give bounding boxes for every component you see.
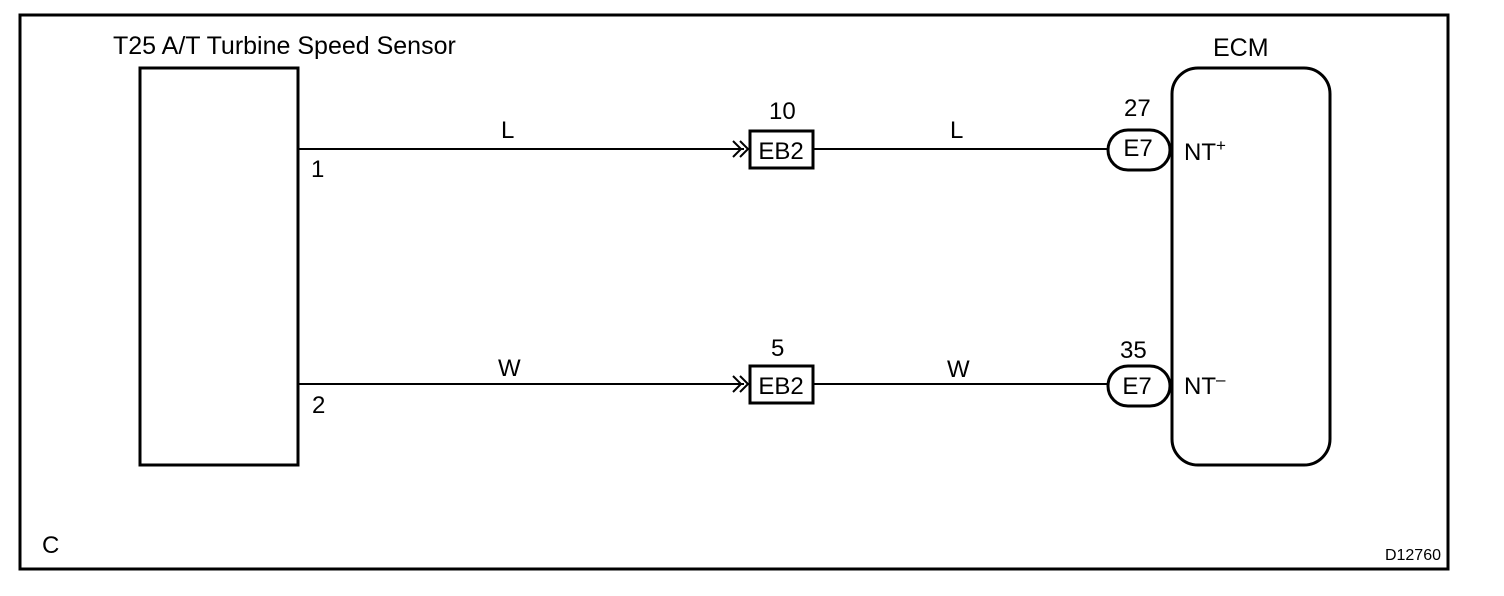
- ecm-connector-lower: [1106, 364, 1172, 408]
- ecm-block: [1170, 66, 1332, 467]
- figure-id: D12760: [1385, 547, 1441, 564]
- ecm-connector-upper: [1106, 128, 1172, 172]
- junction-connector-label-upper: EB2: [758, 138, 803, 165]
- ecm-pin-27: 27: [1124, 95, 1151, 122]
- sensor-pin-1: 1: [311, 156, 324, 183]
- junction-pin-10: 10: [769, 98, 796, 125]
- junction-pin-5: 5: [771, 335, 784, 362]
- junction-connector-lower: [748, 364, 815, 405]
- ecm-terminal-upper-sign: +: [1216, 136, 1226, 155]
- figure-letter: C: [42, 532, 59, 559]
- wire-color-lower-right: W: [947, 356, 970, 383]
- ecm-terminal-upper: NT+: [1184, 136, 1226, 166]
- ecm-title: ECM: [1213, 34, 1269, 62]
- ecm-terminal-lower-sign: –: [1216, 370, 1226, 389]
- sensor-pin-2: 2: [312, 392, 325, 419]
- connector-arrow-icon: [732, 140, 743, 158]
- sensor-block: [138, 66, 300, 467]
- ecm-terminal-upper-name: NT: [1184, 139, 1216, 166]
- ecm-connector-label-lower: E7: [1122, 373, 1151, 400]
- ecm-terminal-lower-name: NT: [1184, 373, 1216, 400]
- circuit-upper: 1 L 10 EB2 L 27 E7 NT+: [298, 95, 1226, 183]
- wire-color-upper-left: L: [501, 117, 514, 144]
- junction-connector-upper: [748, 129, 815, 170]
- connector-arrow-icon: [732, 375, 743, 393]
- wire-color-upper-right: L: [950, 117, 963, 144]
- ecm-connector-label-upper: E7: [1123, 135, 1152, 162]
- diagram-frame: [18, 13, 1450, 571]
- ecm-pin-35: 35: [1120, 337, 1147, 364]
- sensor-title: T25 A/T Turbine Speed Sensor: [113, 32, 456, 60]
- connector-arrow-icon: [739, 140, 750, 158]
- connector-arrow-icon: [739, 375, 750, 393]
- ecm-terminal-lower: NT–: [1184, 370, 1226, 400]
- wire-color-lower-left: W: [498, 355, 521, 382]
- circuit-lower: 2 W 5 EB2 W 35 E7 NT–: [298, 335, 1226, 419]
- junction-connector-label-lower: EB2: [758, 373, 803, 400]
